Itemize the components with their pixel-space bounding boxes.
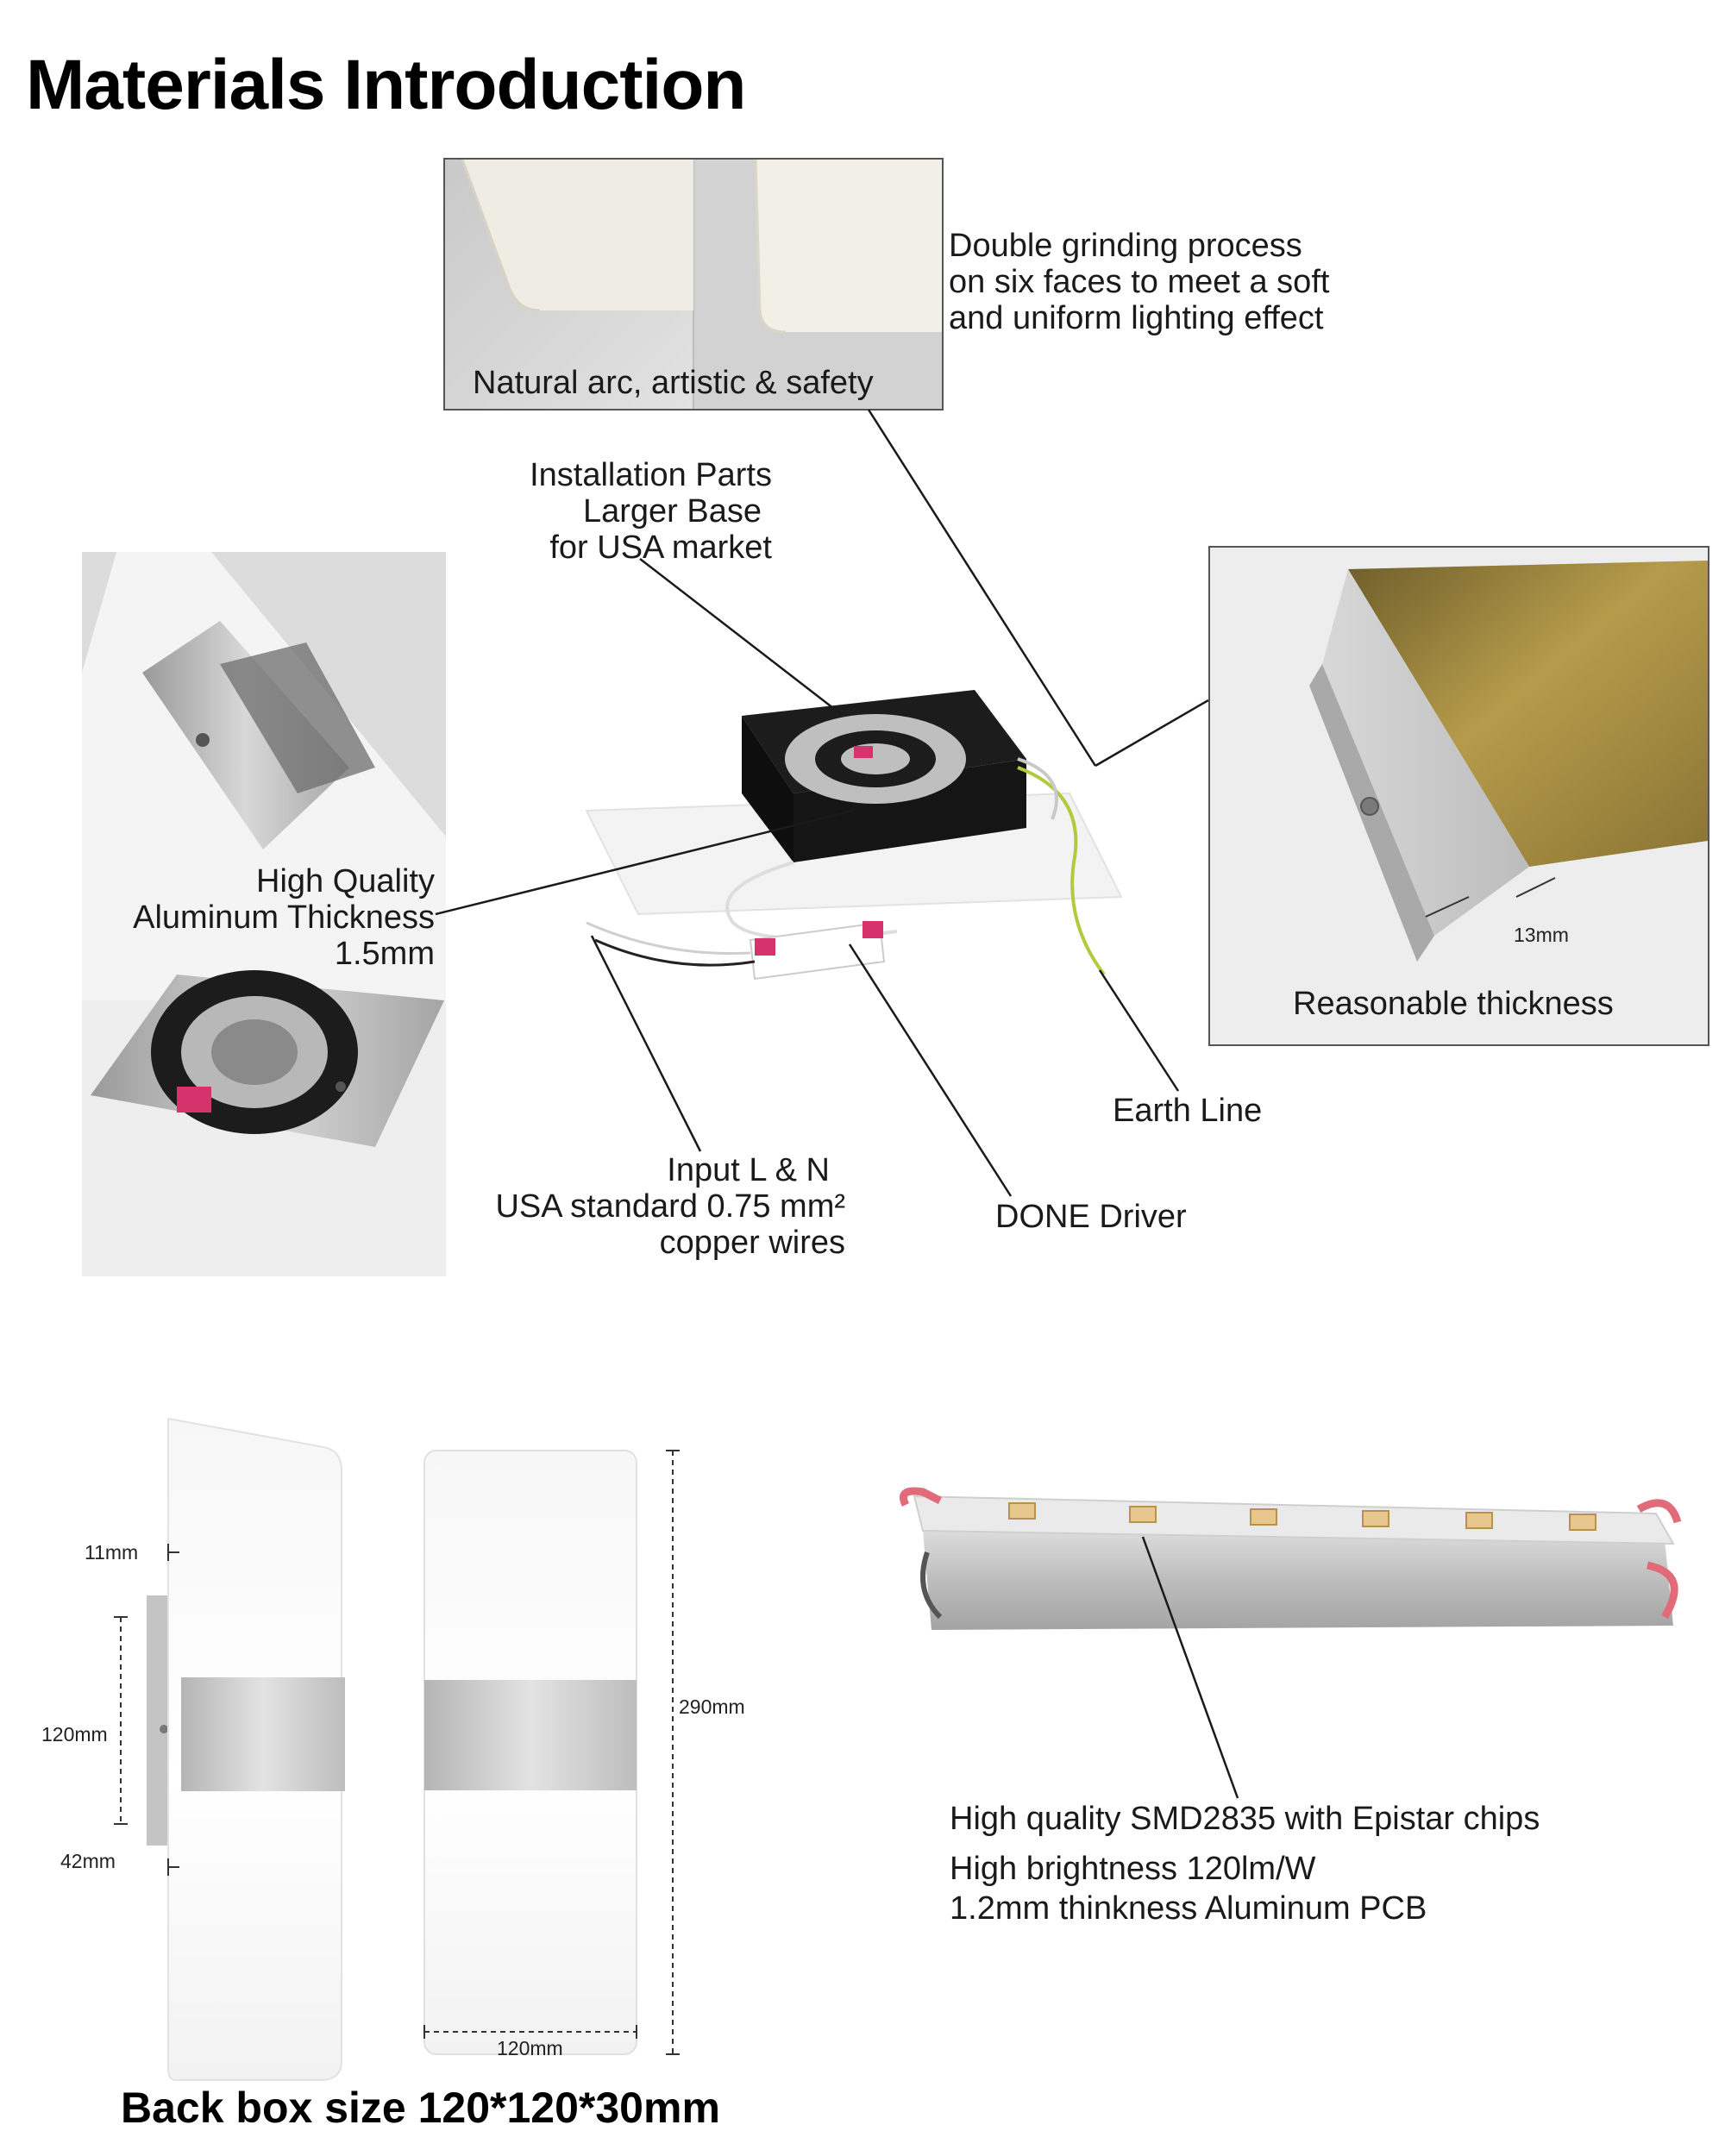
page-title: Materials Introduction (26, 46, 747, 124)
aluminum-label: High Quality Aluminum Thickness 1.5mm (86, 863, 435, 972)
led-note-line: High quality SMD2835 with Epistar chips (950, 1801, 1540, 1837)
input-label-line: USA standard 0.75 mm² (495, 1188, 845, 1225)
aluminum-base-illustration (82, 552, 446, 1276)
earth-line-label: Earth Line (1113, 1093, 1263, 1129)
leader-line (1098, 969, 1180, 1092)
leader-line (848, 943, 1013, 1197)
front-view-band (424, 1680, 637, 1790)
dimension-bottom-gap: 42mm (60, 1850, 116, 1872)
input-label: Input L & N USA standard 0.75 mm² copper… (448, 1152, 845, 1261)
leader-line (1095, 699, 1209, 768)
top-panel-photo: Natural arc, artistic & safety (443, 158, 944, 411)
leader-lines (435, 409, 1209, 1197)
led-notes: High quality SMD2835 with Epistar chips … (950, 1799, 1540, 1928)
back-box-caption: Back box size 120*120*30mm (121, 2084, 720, 2132)
installation-label-line: Installation Parts (530, 457, 772, 493)
led-note-line: 1.2mm thinkness Aluminum PCB (950, 1890, 1427, 1927)
brushed-panel-illustration (1210, 548, 1708, 1044)
dimension-top-gap: 11mm (85, 1541, 139, 1564)
input-label-line: Input L & N (667, 1152, 830, 1188)
thickness-dimension: 13mm (1514, 924, 1569, 946)
leader-line (435, 809, 855, 916)
leader-line (867, 409, 1097, 767)
installation-label-line: for USA market (549, 530, 772, 566)
side-view-band (181, 1677, 345, 1791)
top-photo-caption: Natural arc, artistic & safety (473, 365, 874, 401)
input-label-line: copper wires (659, 1225, 845, 1261)
aluminum-label-line: High Quality (256, 863, 435, 899)
grinding-note-line: on six faces to meet a soft (949, 264, 1330, 300)
installation-label: Installation Parts Larger Base for USA m… (448, 457, 772, 566)
dimension-total-height: 290mm (679, 1695, 745, 1718)
aluminum-label-line: 1.5mm (334, 936, 435, 972)
dimension-drawing (114, 1417, 680, 2081)
aluminum-photo (82, 552, 446, 1276)
leader-line (639, 558, 842, 715)
center-product-illustration (585, 690, 1123, 981)
installation-label-line: Larger Base (582, 493, 762, 530)
led-strip-illustration (900, 1487, 1682, 1630)
grinding-note-line: and uniform lighting effect (949, 300, 1324, 336)
thickness-photo: 13mm Reasonable thickness (1208, 546, 1709, 1046)
driver-label: DONE Driver (995, 1199, 1187, 1235)
aluminum-label-line: Aluminum Thickness (133, 899, 435, 936)
leader-line (590, 935, 702, 1152)
dimension-width: 120mm (497, 2037, 563, 2059)
dimension-base-height: 120mm (41, 1723, 108, 1745)
grinding-note: Double grinding process on six faces to … (949, 228, 1329, 336)
led-note-line: High brightness 120lm/W (950, 1851, 1316, 1887)
grinding-note-line: Double grinding process (949, 228, 1302, 264)
thickness-caption: Reasonable thickness (1293, 986, 1614, 1022)
panel-edge-illustration (445, 160, 942, 409)
